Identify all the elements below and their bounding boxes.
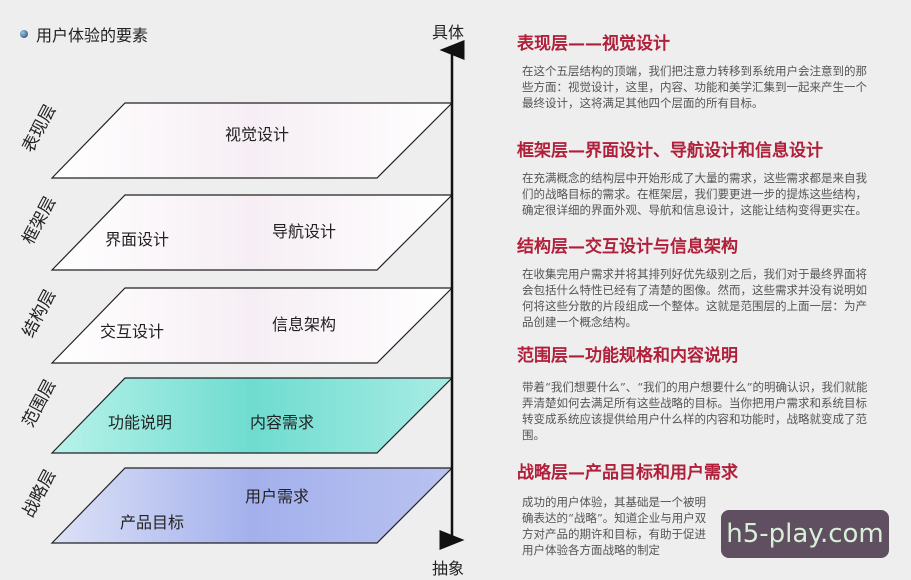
section-text: 在这个五层结构的顶端，我们把注意力转移到系统用户会注意到的那些方面：视觉设计，这… bbox=[522, 64, 867, 110]
layer-plane bbox=[50, 287, 454, 364]
layer-item: 功能说明 bbox=[108, 413, 172, 432]
section-text: 在充满概念的结构层中开始形成了大量的需求，这些需求都是来自我们的战略目标的需求。… bbox=[522, 171, 867, 217]
section-heading: 结构层—交互设计与信息架构 bbox=[517, 237, 738, 257]
layer-side-label: 框架层 bbox=[19, 193, 61, 247]
section-strategy: 战略层—产品目标和用户需求成功的用户体验，其基础是一个被明确表达的“战略”。知道… bbox=[517, 462, 877, 558]
layer-side-label: 战略层 bbox=[19, 466, 61, 520]
axis-top-label: 具体 bbox=[432, 23, 464, 42]
title-text: 用户体验的要素 bbox=[36, 26, 149, 45]
bullet-icon bbox=[20, 30, 28, 38]
section-heading: 表现层——视觉设计 bbox=[517, 34, 670, 54]
layer-side-label: 范围层 bbox=[19, 376, 61, 430]
ux-elements-diagram: 表现层 视觉设计框架层界面设计 导航设计结构层交互设计 信息架构范围层功能说明 内容需求… bbox=[19, 23, 465, 578]
layer-item: 视觉设计 bbox=[225, 125, 289, 144]
section-structure: 结构层—交互设计与信息架构在收集完用户需求并将其排列好优先级别之后，我们对于最终… bbox=[517, 236, 877, 330]
section-heading: 战略层—产品目标和用户需求 bbox=[517, 463, 738, 483]
section-text: 带着“我们想要什么”、“我们的用户想要什么”的明确认识，我们就能弄清楚如何去满足… bbox=[522, 380, 868, 442]
layer-plane bbox=[50, 467, 454, 544]
section-text: 在收集完用户需求并将其排列好优先级别之后，我们对于最终界面将会包括什么特性已经有… bbox=[522, 267, 867, 329]
section-text: 成功的用户体验，其基础是一个被明确表达的“战略”。知道企业与用户双方对产品的期许… bbox=[522, 495, 707, 557]
layer-plane bbox=[50, 102, 454, 179]
watermark: h5-play.com bbox=[721, 510, 889, 558]
layer-item: 内容需求 bbox=[250, 413, 314, 432]
section-skeleton: 框架层—界面设计、导航设计和信息设计在充满概念的结构层中开始形成了大量的需求，这… bbox=[517, 140, 877, 218]
layer-plane bbox=[50, 194, 454, 271]
layer-item: 导航设计 bbox=[272, 222, 336, 241]
section-heading: 范围层—功能规格和内容说明 bbox=[517, 346, 738, 366]
section-presentation: 表现层——视觉设计在这个五层结构的顶端，我们把注意力转移到系统用户会注意到的那些… bbox=[517, 33, 877, 111]
section-scope: 范围层—功能规格和内容说明带着“我们想要什么”、“我们的用户想要什么”的明确认识… bbox=[517, 345, 877, 443]
layer-side-label: 结构层 bbox=[19, 286, 61, 340]
layer-plane bbox=[50, 377, 454, 454]
layer-item: 产品目标 bbox=[120, 513, 184, 532]
layer-item: 用户需求 bbox=[245, 487, 309, 506]
axis-bottom-label: 抽象 bbox=[432, 559, 464, 578]
layer-item: 信息架构 bbox=[272, 315, 336, 334]
page-title: 用户体验的要素 bbox=[20, 22, 148, 46]
section-heading: 框架层—界面设计、导航设计和信息设计 bbox=[517, 141, 823, 161]
layer-item: 交互设计 bbox=[100, 322, 164, 341]
layer-side-label: 表现层 bbox=[19, 101, 61, 155]
layer-item: 界面设计 bbox=[105, 230, 169, 249]
